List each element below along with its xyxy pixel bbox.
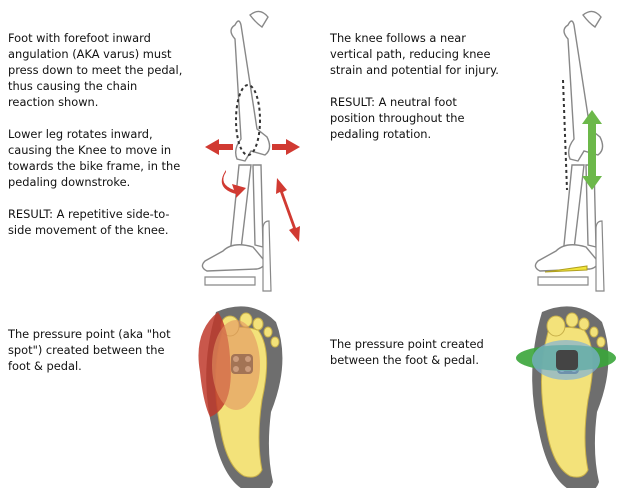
text-line: angulation (AKA varus) must: [8, 47, 172, 61]
text-line: thus causing the chain: [8, 79, 138, 93]
pressure-point-description: The pressure point created between the f…: [330, 336, 484, 368]
wedge-insert: [544, 265, 588, 273]
varus-description: Foot with forefoot inward angulation (AK…: [8, 30, 182, 110]
hot-spot-description: The pressure point (aka "hot spot") crea…: [8, 326, 171, 374]
arrow-right-icon: [272, 139, 300, 155]
text-line: RESULT: A neutral foot: [330, 95, 457, 109]
text-line: position throughout the: [330, 111, 465, 125]
neutral-pressure-foot: [531, 305, 609, 488]
text-line: spot") created between the: [8, 343, 165, 357]
text-line: foot & pedal.: [8, 359, 82, 373]
text-line: between the foot & pedal.: [330, 353, 479, 367]
diagonal-arrow-icon: [276, 178, 300, 242]
text-line: RESULT: A repetitive side-to-: [8, 207, 170, 221]
text-line: reaction shown.: [8, 95, 99, 109]
text-line: The knee follows a near: [330, 31, 466, 45]
text-line: Lower leg rotates inward,: [8, 127, 153, 141]
knee-path-line: [562, 79, 568, 191]
text-line: The pressure point created: [330, 337, 484, 351]
hot-spot-overlay: [212, 320, 260, 410]
text-line: pedaling downstroke.: [8, 175, 131, 189]
text-line: vertical path, reducing knee: [330, 47, 491, 61]
right-result: RESULT: A neutral foot position througho…: [330, 94, 464, 142]
arrow-left-icon: [205, 139, 233, 155]
text-line: The pressure point (aka "hot: [8, 327, 171, 341]
left-result: RESULT: A repetitive side-to- side movem…: [8, 206, 170, 238]
text-line: causing the Knee to move in: [8, 143, 172, 157]
text-line: side movement of the knee.: [8, 223, 169, 237]
text-line: Foot with forefoot inward: [8, 31, 151, 45]
knee-path-oval: [235, 84, 261, 156]
text-line: press down to meet the pedal,: [8, 63, 183, 77]
vertical-arrow-green-icon: [582, 110, 602, 190]
knee-path-description: The knee follows a near vertical path, r…: [330, 30, 499, 78]
text-line: strain and potential for injury.: [330, 63, 499, 77]
text-line: pedaling rotation.: [330, 127, 432, 141]
lower-leg-description: Lower leg rotates inward, causing the Kn…: [8, 126, 180, 190]
side-arrows-red: [205, 139, 300, 242]
rotation-arrow-icon: [221, 170, 246, 198]
text-line: towards the bike frame, in the: [8, 159, 181, 173]
